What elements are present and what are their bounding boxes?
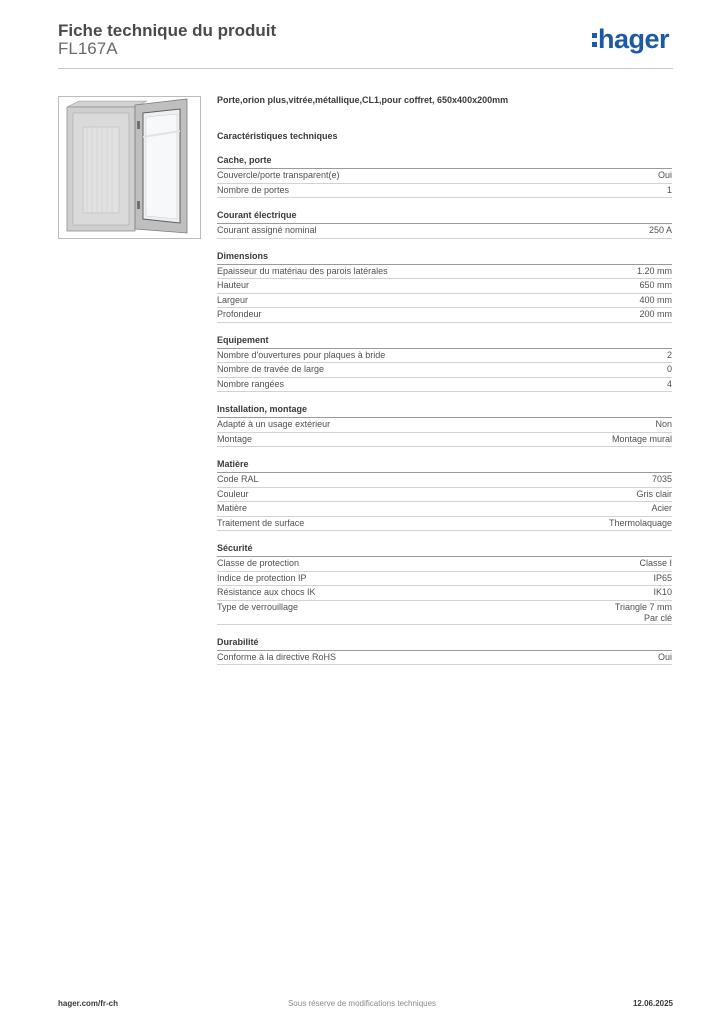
spec-row: Nombre d'ouvertures pour plaques à bride… (217, 349, 672, 363)
spec-row: Indice de protection IP IP65 (217, 572, 672, 586)
spec-value: 7035 (651, 474, 672, 484)
spec-value: IK10 (653, 587, 672, 597)
spec-sheet: Porte,orion plus,vitrée,métallique,CL1,p… (217, 95, 672, 665)
section-title: Equipement (217, 334, 672, 349)
header-divider (58, 68, 673, 69)
spec-value: Classe I (639, 558, 672, 568)
product-image (58, 96, 201, 239)
spec-value: Oui (657, 170, 672, 180)
product-reference: FL167A (58, 39, 118, 58)
cabinet-door-photo (66, 98, 188, 234)
spec-row: Couleur Gris clair (217, 488, 673, 502)
section-title: Courant électrique (217, 209, 672, 224)
spec-label: Résistance aux chocs IK (217, 587, 316, 597)
spec-row: Montage Montage mural (217, 433, 672, 447)
spec-value: 2 (666, 349, 672, 360)
spec-label: Indice de protection IP (217, 572, 307, 583)
specs-subtitle: Caractéristiques techniques (217, 131, 338, 141)
spec-row: Courant assigné nominal 250 A (217, 224, 672, 239)
spec-value: Non (655, 419, 672, 429)
logo-colon-icon (592, 33, 597, 48)
section-title: Sécurité (217, 542, 672, 557)
footer-date: 12.06.2025 (632, 999, 673, 1008)
spec-label: Traitement de surface (217, 517, 305, 528)
spec-row: Largeur 400 mm (217, 294, 672, 308)
page-title: Fiche technique du produit (58, 21, 277, 40)
spec-label: Nombre rangées (217, 378, 285, 389)
spec-value: 400 mm (639, 294, 672, 305)
section-title: Dimensions (217, 250, 672, 265)
spec-label: Type de verrouillage (217, 601, 299, 612)
spec-value: IP65 (653, 572, 672, 583)
hager-logo: hager (592, 24, 670, 55)
section-title: Cache, porte (217, 154, 672, 169)
spec-row: Profondeur 200 mm (217, 308, 672, 323)
spec-label: Largeur (217, 294, 249, 305)
footer-notice: Sous réserve de modifications techniques (287, 999, 437, 1008)
spec-label: Nombre d'ouvertures pour plaques à bride (217, 349, 386, 360)
spec-row: Code RAL 7035 (217, 473, 672, 488)
spec-value: 200 mm (639, 309, 672, 319)
spec-label: Epaisseur du matériau des parois latéral… (217, 265, 388, 276)
product-description: Porte,orion plus,vitrée,métallique,CL1,p… (217, 95, 509, 105)
spec-label: Adapté à un usage extérieur (217, 419, 331, 429)
spec-value: 1 (666, 184, 672, 195)
spec-value: Acier (651, 503, 672, 513)
spec-label: Conforme à la directive RoHS (217, 651, 337, 662)
spec-row: Résistance aux chocs IK IK10 (217, 586, 672, 601)
spec-value: 250 A (648, 225, 672, 235)
spec-label: Hauteur (217, 280, 250, 290)
spec-value: 1.20 mm (636, 265, 672, 276)
spec-label: Matière (217, 503, 248, 513)
spec-row: Type de verrouillage Triangle 7 mm Par cl… (217, 601, 672, 625)
logo-text: hager (598, 24, 670, 54)
spec-row: Nombre rangées 4 (217, 378, 672, 392)
spec-label: Nombre de portes (217, 184, 290, 195)
spec-value: 650 mm (639, 280, 672, 290)
spec-row: Adapté à un usage extérieur Non (217, 418, 672, 433)
spec-label: Profondeur (217, 309, 262, 319)
section-title: Matière (217, 458, 672, 473)
spec-row: Conforme à la directive RoHS Oui (217, 651, 672, 665)
spec-value: Thermolaquage (608, 517, 672, 528)
spec-value: Oui (657, 651, 672, 662)
spec-value: Gris clair (636, 488, 673, 499)
spec-row: Epaisseur du matériau des parois latéral… (217, 265, 672, 279)
spec-row: Traitement de surface Thermolaquage (217, 517, 672, 531)
spec-value: 4 (666, 378, 672, 389)
spec-row: Classe de protection Classe I (217, 557, 672, 572)
spec-row: Matière Acier (217, 502, 672, 517)
spec-row: Hauteur 650 mm (217, 279, 672, 294)
spec-row: Couvercle/porte transparent(e) Oui (217, 169, 672, 184)
spec-label: Courant assigné nominal (217, 225, 317, 235)
spec-value: Montage mural (611, 433, 672, 444)
section-title: Durabilité (217, 636, 672, 651)
spec-label: Couvercle/porte transparent(e) (217, 170, 340, 180)
spec-value: Triangle 7 mm Par clé (614, 601, 672, 623)
spec-row: Nombre de portes 1 (217, 184, 672, 198)
footer-website: hager.com/fr-ch (58, 999, 119, 1008)
spec-row: Nombre de travée de large 0 (217, 363, 672, 378)
section-title: Installation, montage (217, 403, 672, 418)
spec-label: Couleur (217, 488, 249, 499)
spec-label: Nombre de travée de large (217, 364, 325, 374)
spec-label: Montage (217, 433, 253, 444)
spec-value: 0 (666, 364, 672, 374)
spec-label: Code RAL (217, 474, 259, 484)
spec-label: Classe de protection (217, 558, 300, 568)
